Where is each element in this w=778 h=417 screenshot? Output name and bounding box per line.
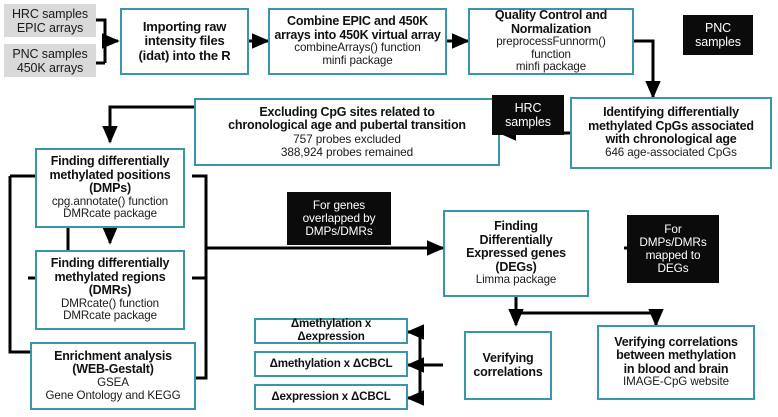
node-quality-control: Quality Control and Normalization prepro… — [468, 8, 634, 75]
pnc-label-line-1: PNC — [704, 21, 732, 35]
excluding-sub-1: 757 probes excluded — [293, 131, 401, 146]
qc-title-2: Normalization — [510, 21, 592, 36]
degs-title-1: Finding — [494, 219, 538, 234]
node-dmrs: Finding differentially methylated region… — [35, 250, 185, 330]
for-genes-line-1: For genes — [312, 197, 366, 212]
for-genes-line-2: overlapped by — [302, 210, 376, 225]
dmps-sub-1: cpg.annotate() function — [51, 194, 169, 208]
node-importing: Importing raw intensity files (idat) int… — [120, 8, 249, 75]
node-for-genes-overlapped: For genes overlapped by DMPs/DMRs — [287, 192, 391, 245]
identifying-sub-1: 646 age-associated CpGs — [605, 145, 737, 159]
node-corr-meth-cbcl: Δmethylation x ΔCBCL — [254, 351, 408, 377]
arrow-verify-to-expr-cbcl — [406, 363, 443, 406]
combine-title-1: Combine EPIC and 450K — [287, 14, 428, 29]
corr-meth-cbcl-label: Δmethylation x ΔCBCL — [269, 356, 393, 370]
node-hrc-samples-input: HRC samples EPIC arrays — [4, 4, 96, 37]
node-pnc-samples-label: PNC samples — [683, 15, 753, 55]
node-hrc-samples-label: HRC samples — [492, 95, 564, 135]
verify-title-1: Verifying — [482, 351, 534, 365]
importing-title-3: (idat) into the R — [138, 47, 231, 63]
combine-title-2: arrays into 450K virtual array — [274, 27, 441, 42]
identifying-title-2: methylated CpGs associated — [588, 118, 754, 133]
node-verifying-blood-brain: Verifying correlations between methylati… — [597, 325, 755, 400]
degs-title-4: (DEGs) — [495, 259, 537, 274]
for-mapped-line-2: DMPs/DMRs — [639, 234, 707, 249]
node-excluding: Excluding CpG sites related to chronolog… — [194, 98, 500, 166]
enrichment-title-1: Enrichment analysis — [54, 348, 172, 363]
qc-sub-1: preprocessFunnorm() — [496, 35, 606, 49]
verify-title-2: correlations — [473, 364, 543, 379]
bloodbrain-title-2: between methylation — [616, 348, 736, 363]
enrichment-sub-1: GSEA — [97, 375, 129, 389]
for-mapped-line-1: For — [664, 221, 682, 236]
hrc-label-line-1: HRC — [514, 101, 542, 115]
node-corr-expr-cbcl: Δexpression x ΔCBCL — [254, 384, 408, 410]
dmps-title-3: (DMPs) — [89, 181, 131, 196]
degs-title-2: Differentially — [479, 232, 553, 247]
connector-inputs-top — [95, 18, 107, 63]
combine-sub-2: minfi package — [322, 54, 393, 67]
dmrs-title-3: (DMRs) — [88, 283, 132, 298]
excluding-title-2: chronological age and pubertal transitio… — [228, 118, 466, 133]
for-mapped-line-4: DEGs — [657, 261, 689, 276]
arrow-verify-to-meth-expr — [406, 324, 443, 367]
degs-sub-1: Limma package — [475, 273, 557, 287]
node-for-dmps-mapped: For DMPs/DMRs mapped to DEGs — [627, 215, 719, 283]
pnc-input-line-1: PNC samples — [12, 46, 88, 61]
pnc-input-line-2: 450K arrays — [16, 60, 84, 75]
dmps-title-2: methylated positions — [49, 167, 171, 182]
dmrs-title-1: Finding differentially — [50, 256, 170, 271]
corr-meth-expr-label: Δmethylation x Δexpression — [290, 317, 372, 343]
importing-title-2: intensity files — [144, 33, 225, 49]
node-combine: Combine EPIC and 450K arrays into 450K v… — [268, 8, 447, 75]
dmps-title-1: Finding differentially — [50, 154, 170, 169]
identifying-title-1: Identifying differentially — [603, 105, 739, 120]
combine-sub-1: combineArrays() function — [294, 41, 421, 55]
dmrs-sub-1: DMRcate() function — [60, 296, 160, 310]
qc-title-1: Quality Control and — [494, 8, 608, 23]
pnc-label-line-2: samples — [695, 35, 741, 49]
identifying-title-3: with chronological age — [605, 132, 737, 147]
dmrs-title-2: methylated regions — [54, 269, 166, 284]
excluding-sub-2: 388,924 probes remained — [280, 144, 414, 159]
node-dmps: Finding differentially methylated positi… — [35, 148, 185, 228]
hrc-input-line-1: HRC samples — [12, 6, 88, 21]
for-genes-line-3: DMPs/DMRs — [305, 224, 373, 239]
importing-title-1: Importing raw — [142, 19, 227, 35]
node-enrichment: Enrichment analysis (WEB-Gestalt) GSEA G… — [30, 342, 196, 410]
node-corr-meth-expr: Δmethylation x Δexpression — [254, 318, 408, 344]
node-degs: Finding Differentially Expressed genes (… — [443, 210, 589, 297]
bloodbrain-sub-1: IMAGE-CpG website — [623, 375, 729, 389]
hrc-input-line-2: EPIC arrays — [16, 20, 84, 35]
degs-title-3: Expressed genes — [466, 246, 566, 261]
excluding-title-1: Excluding CpG sites related to — [259, 104, 435, 119]
enrichment-title-2: (WEB-Gestalt) — [72, 362, 154, 377]
arrow-excluding-to-dmps — [102, 105, 194, 144]
qc-sub-3: minfi package — [515, 60, 587, 74]
node-verifying-correlations: Verifying correlations — [464, 331, 552, 400]
dmrs-sub-2: DMRcate package — [63, 309, 157, 323]
enrichment-sub-2: Gene Ontology and KEGG — [45, 388, 181, 402]
hrc-label-line-2: samples — [505, 115, 551, 129]
node-pnc-samples-input: PNC samples 450K arrays — [4, 44, 96, 77]
bloodbrain-title-3: in blood and brain — [623, 361, 729, 376]
qc-sub-2: function — [531, 47, 571, 61]
arrow-degs-to-blood-brain — [516, 308, 664, 327]
arrow-qc-to-identifying — [634, 39, 661, 99]
for-mapped-line-3: mapped to — [645, 248, 701, 262]
corr-expr-cbcl-label: Δexpression x ΔCBCL — [271, 389, 391, 403]
node-identifying-dm-cpgs: Identifying differentially methylated Cp… — [570, 97, 772, 169]
dmps-sub-2: DMRcate package — [63, 207, 157, 221]
bloodbrain-title-1: Verifying correlations — [614, 334, 738, 349]
